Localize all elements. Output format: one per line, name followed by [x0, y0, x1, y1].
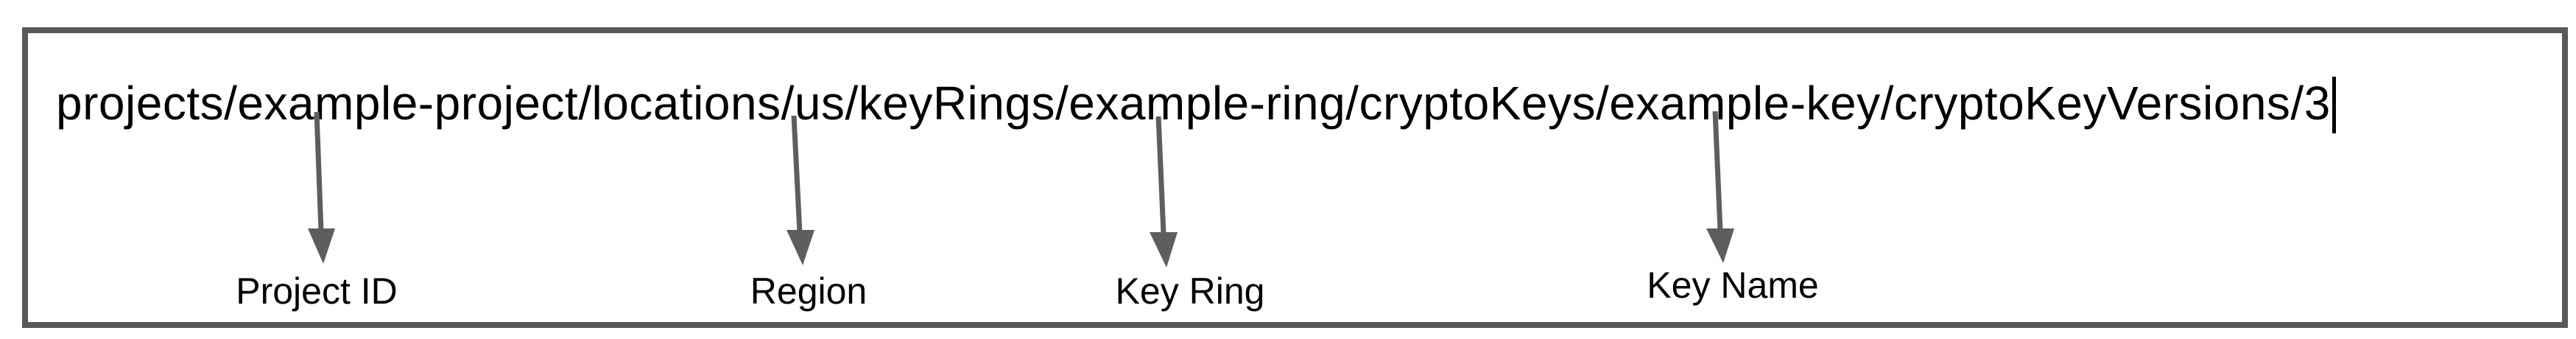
label-key-name: Key Name [1647, 265, 1819, 306]
text-caret [2332, 77, 2336, 133]
resource-path-input[interactable]: projects/example-project/locations/us/ke… [56, 77, 2336, 133]
label-region: Region [750, 270, 868, 312]
label-project-id: Project ID [236, 270, 398, 312]
resource-path-box[interactable]: projects/example-project/locations/us/ke… [22, 27, 2568, 328]
resource-path-text: projects/example-project/locations/us/ke… [56, 77, 2331, 130]
label-key-ring: Key Ring [1115, 270, 1265, 312]
